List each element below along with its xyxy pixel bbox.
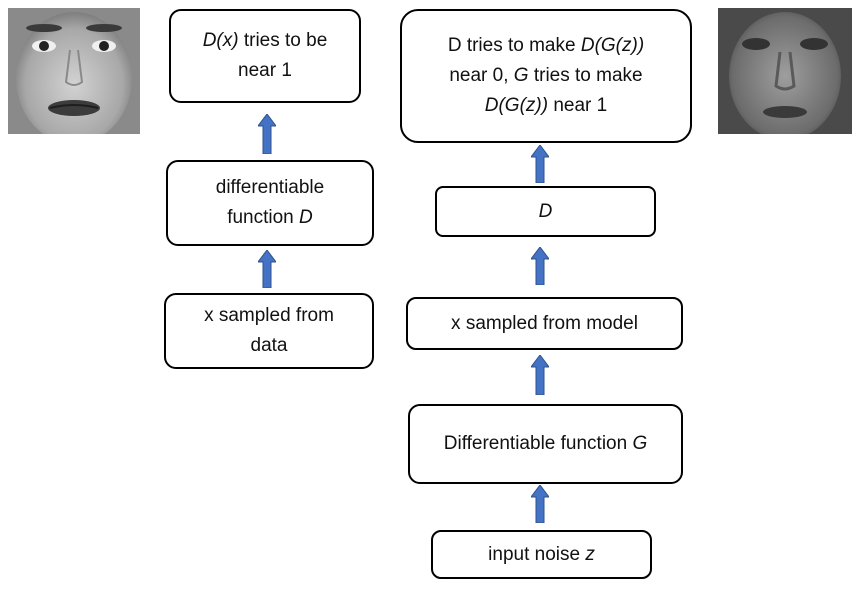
right-sample-box: x sampled from model <box>406 297 683 350</box>
right-discriminator-box: D <box>435 186 656 237</box>
arrow-up-right-3 <box>531 355 549 395</box>
left-discriminator-box: differentiable function D <box>166 160 374 246</box>
generated-face-image <box>718 8 852 134</box>
right-goal-box: D tries to make D(G(z)) near 0, G tries … <box>400 9 692 143</box>
left-goal-box: D(x) tries to be near 1 <box>169 9 361 103</box>
real-face-image <box>8 8 140 134</box>
arrow-up-right-4 <box>531 485 549 523</box>
dx-symbol: D(x) <box>202 30 239 51</box>
arrow-up-left-2 <box>258 250 276 288</box>
right-noise-box: input noise z <box>431 530 652 579</box>
arrow-up-right-2 <box>531 247 549 285</box>
arrow-up-left-1 <box>258 114 276 154</box>
right-generator-box: Differentiable function G <box>408 404 683 484</box>
arrow-up-right-1 <box>531 145 549 183</box>
left-input-box: x sampled from data <box>164 293 374 369</box>
